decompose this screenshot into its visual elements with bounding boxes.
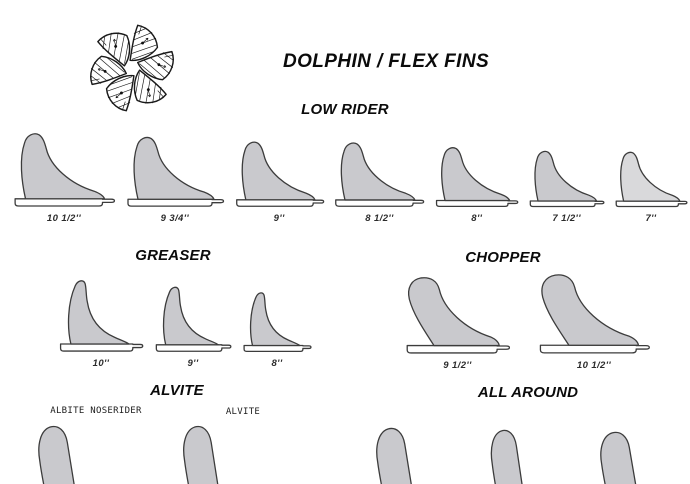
hatchet-fin-shape [488, 428, 538, 484]
fin-figure: 10 1/2'' [537, 270, 651, 371]
hatchet-fin-shape [597, 430, 654, 484]
fin-size-label: 8 1/2'' [365, 213, 394, 224]
fin-figure [488, 428, 538, 484]
chopper-fin-shape [404, 273, 511, 355]
fin-figure: 10'' [58, 275, 144, 369]
upright-fin-shape [58, 275, 144, 353]
raked-fin-shape [333, 138, 425, 208]
fin-size-label: 8'' [271, 358, 283, 369]
page-title: DOLPHIN / FLEX FINS [282, 51, 490, 72]
section-heading-all-around: ALL AROUND [477, 384, 579, 401]
fin-size-label: 10 1/2'' [576, 360, 612, 371]
fin-figure: 8'' [242, 288, 312, 369]
fin-pinwheel-logo-icon [84, 23, 180, 113]
fin-row-greaser: 10'' 9'' 8'' [58, 275, 312, 369]
raked-fin-shape [234, 137, 325, 208]
fin-figure: 7 1/2'' [528, 147, 605, 224]
fin-figure: 9'' [154, 282, 232, 369]
fin-figure: 8'' [434, 143, 519, 224]
sublabel-albite-noserider: ALBITE NOSERIDER [50, 406, 142, 416]
fin-figure: 7'' [614, 148, 688, 224]
fin-figure [597, 430, 654, 484]
raked-fin-shape [12, 128, 116, 208]
chopper-fin-shape [537, 270, 651, 355]
raked-fin-shape [125, 132, 225, 208]
upright-fin-shape [242, 288, 312, 353]
hatchet-fin-shape [180, 424, 235, 484]
section-heading-greaser: GREASER [135, 247, 211, 264]
raked-fin-shape [528, 147, 605, 208]
fin-size-label: 10 1/2'' [46, 213, 82, 224]
fin-size-label: 9'' [187, 358, 199, 369]
raked-fin-shape [614, 148, 688, 208]
fin-figure: 9 1/2'' [404, 273, 511, 371]
fin-row-chopper: 9 1/2'' 10 1/2'' [404, 270, 651, 371]
hatchet-fin-shape [35, 424, 92, 484]
fin-size-label: 9 1/2'' [443, 360, 472, 371]
fin-figure [35, 424, 92, 484]
fin-row-low-rider: 10 1/2'' 9 3/4'' 9'' 8 1/2'' 8'' 7 1/2'' 7'' [12, 128, 688, 224]
sublabel-alvite: ALVITE [225, 407, 261, 417]
fin-size-label: 7 1/2'' [552, 213, 581, 224]
fin-size-label: 9 3/4'' [160, 213, 190, 224]
fin-figure: 9 3/4'' [125, 132, 225, 224]
fin-size-label: 10'' [92, 358, 110, 369]
fin-size-label: 7'' [645, 213, 657, 224]
upright-fin-shape [154, 282, 232, 353]
section-heading-low-rider: LOW RIDER [301, 101, 389, 118]
fin-row-all-around [373, 426, 654, 484]
section-heading-alvite: ALVITE [150, 382, 204, 399]
fin-row-alvite [35, 424, 235, 484]
fin-figure [373, 426, 429, 484]
raked-fin-shape [434, 143, 519, 208]
fin-figure: 8 1/2'' [333, 138, 425, 224]
fin-figure [180, 424, 235, 484]
fin-size-label: 9'' [273, 213, 285, 224]
fin-figure: 10 1/2'' [12, 128, 116, 224]
section-heading-chopper: CHOPPER [465, 249, 541, 266]
fin-size-label: 8'' [471, 213, 483, 224]
fin-figure: 9'' [234, 137, 325, 224]
hatchet-fin-shape [373, 426, 429, 484]
